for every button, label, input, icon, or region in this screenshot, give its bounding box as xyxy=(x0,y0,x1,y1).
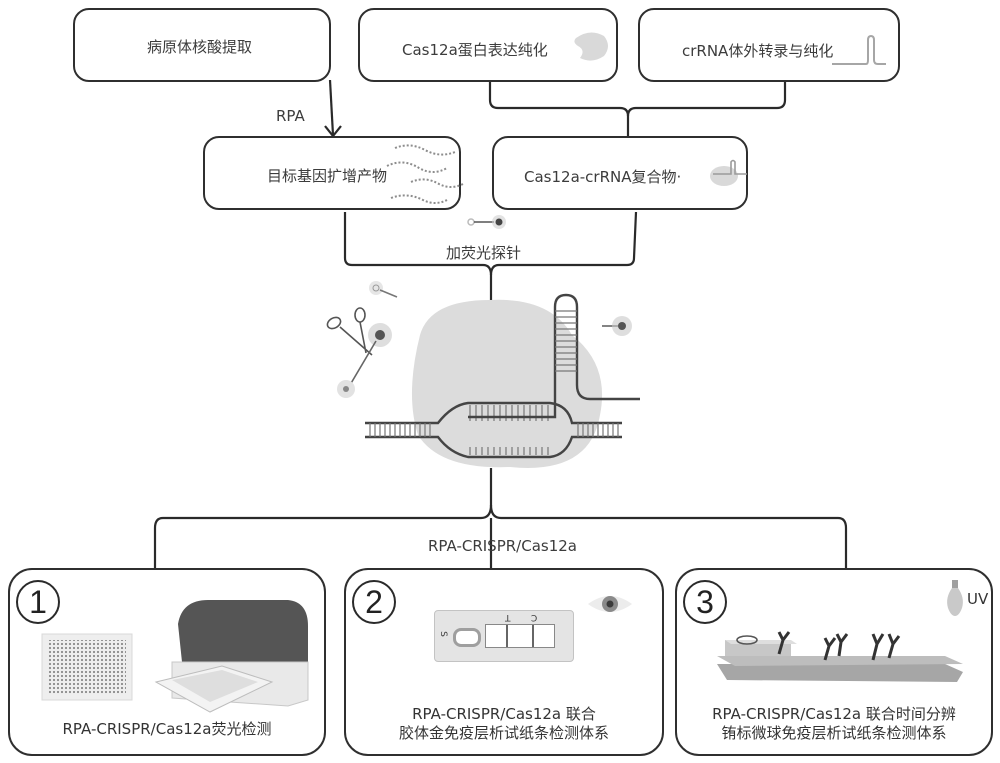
eye-icon xyxy=(588,596,632,612)
result-window xyxy=(485,624,555,648)
merge-connector-right xyxy=(626,82,787,117)
probe-label: 加荧光探针 xyxy=(446,244,522,262)
strip-sample-mark: S xyxy=(437,631,448,637)
box-complex: Cas12a-crRNA复合物· xyxy=(492,136,748,210)
rpa-arrow-line xyxy=(328,79,335,136)
panel-2-caption: RPA-CRISPR/Cas12a 联合 胶体金免疫层析试纸条检测体系 xyxy=(346,705,662,743)
crrna-transcription-label: crRNA体外转录与纯化 xyxy=(682,42,834,60)
panel-1-caption: RPA-CRISPR/Cas12a荧光检测 xyxy=(62,720,272,738)
panel-3-caption-line-1: RPA-CRISPR/Cas12a 联合时间分辨 xyxy=(712,705,956,723)
cas12a-crrna-complex-icon xyxy=(710,159,747,186)
box-crrna-transcription: crRNA体外转录与纯化 xyxy=(638,8,900,82)
panel-2-number: 2 xyxy=(352,580,396,624)
uv-lamp-icon xyxy=(947,580,963,616)
box-cas12a-expression: Cas12a蛋白表达纯化 xyxy=(358,8,618,82)
test-line xyxy=(506,625,508,647)
strip-control-mark: C xyxy=(531,612,538,622)
lateral-flow-strip-icon xyxy=(717,631,963,682)
panel-2-caption-line-2: 胶体金免疫层析试纸条检测体系 xyxy=(398,724,609,742)
box-extraction: 病原体核酸提取 xyxy=(73,8,331,82)
bottom-brace-right xyxy=(489,504,848,570)
box-amplification: 目标基因扩增产物 xyxy=(203,136,464,210)
merge-connector xyxy=(488,82,630,136)
panel-2-caption-line-1: RPA-CRISPR/Cas12a 联合 xyxy=(412,705,596,723)
plate-reader-icon xyxy=(41,600,309,713)
sample-well xyxy=(453,628,481,647)
panel-colloidal-gold: 2 S T C RPA-CRISPR/Cas12a 联合 胶体金免疫层析试纸条检… xyxy=(344,568,664,756)
complex-label: Cas12a-crRNA复合物· xyxy=(524,168,682,186)
panel-time-resolved: 3 UV RPA-CRISPR/Cas12a 联合时间分辨 铕标微球免疫层析试纸… xyxy=(675,568,993,756)
brace-right xyxy=(489,211,638,276)
strip-test-mark: T xyxy=(505,612,511,622)
branch-label: RPA-CRISPR/Cas12a xyxy=(428,537,577,555)
amplification-label: 目标基因扩增产物 xyxy=(267,167,388,185)
cas12a-expression-label: Cas12a蛋白表达纯化 xyxy=(402,41,548,59)
panel-3-number: 3 xyxy=(683,580,727,624)
uv-label: UV xyxy=(967,590,989,608)
panel-fluorescence: 1 RPA-CRISPR/Cas12a荧光检测 xyxy=(8,568,326,756)
panel-3-caption-line-2: 铕标微球免疫层析试纸条检测体系 xyxy=(721,724,947,742)
test-strip-icon: S T C xyxy=(434,610,574,662)
panel-3-caption: RPA-CRISPR/Cas12a 联合时间分辨 铕标微球免疫层析试纸条检测体系 xyxy=(677,705,991,743)
cas12a-cleavage-icon xyxy=(326,281,640,468)
fluorescent-probe-icon xyxy=(467,215,506,229)
cas12a-protein-icon xyxy=(574,32,608,61)
cas12a-protein-blob xyxy=(411,299,603,468)
extraction-label: 病原体核酸提取 xyxy=(147,38,253,56)
control-line xyxy=(532,625,534,647)
crrna-hairpin-icon xyxy=(832,34,886,65)
rpa-label: RPA xyxy=(276,107,305,125)
dna-strands-icon xyxy=(386,144,464,204)
panel-1-number: 1 xyxy=(16,580,60,624)
